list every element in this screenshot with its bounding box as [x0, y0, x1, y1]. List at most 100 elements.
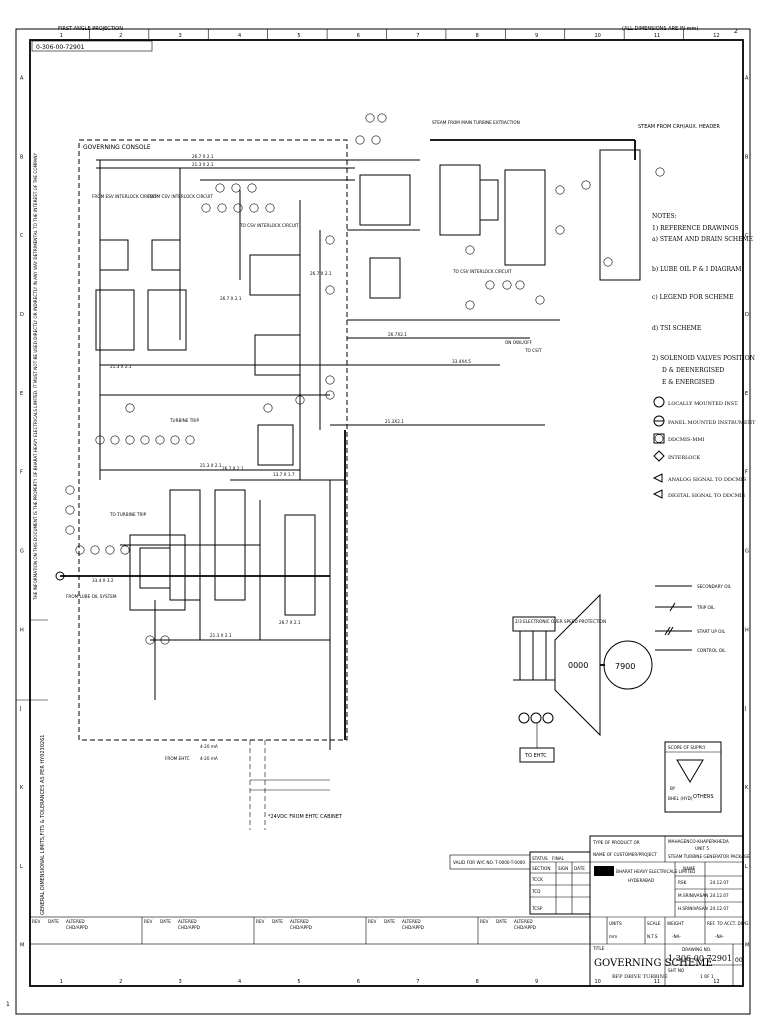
to-cs-label: TO CS/T [524, 348, 542, 353]
line-legend-item: TRIP OIL [696, 605, 715, 610]
ma-1-label: 4-20 mA [200, 744, 218, 749]
line-legend-item: START UP OIL [697, 629, 726, 634]
column-number: 8 [476, 33, 479, 39]
column-number: 4 [238, 33, 241, 39]
legend-item: PANEL MOUNTED INSTRUMENT [668, 420, 756, 426]
to-ehtc-label: TO EHTC [524, 753, 547, 759]
note-item: D & DEENERGISED [662, 367, 724, 374]
notes-title: NOTES: [652, 213, 677, 220]
line-legend: SECONDARY OIL TRIP OIL START UP OIL CONT… [655, 584, 732, 653]
electronic-protection-label: 2/3 ELECTRONIC OVER SPEED PROTECTION [515, 619, 606, 624]
instrument-bubble [365, 113, 375, 123]
note-item: E & ENERGISED [662, 379, 715, 386]
instrument-bubble [371, 135, 381, 145]
date-row: 24.12.07 [710, 880, 729, 885]
column-number: 12 [713, 979, 719, 985]
row-letter: M [745, 943, 749, 949]
drawing-no-label: DRAWING NO. [682, 947, 711, 952]
pipe-label: 33.4X4.5 [452, 359, 471, 364]
drawing-title: GOVERNING SCHEME [594, 958, 713, 969]
column-number: 9 [535, 33, 538, 39]
revision-header: CHD/APPD [66, 925, 88, 930]
pipe-label: 26.7 X 2.1 [222, 466, 244, 471]
revision-header: DATE [272, 919, 283, 924]
note-item: a) STEAM AND DRAIN SCHEME [652, 236, 753, 243]
row-letter: H [745, 627, 749, 633]
revision-header: REV [480, 919, 489, 924]
pump-label: 7900 [615, 662, 635, 671]
instrument-bubble [120, 545, 130, 555]
row-letter: G [745, 548, 749, 554]
scope-of-supply: SCOPE OF SUPPLY BY BHEL (HYD) OTHERS [664, 741, 722, 813]
column-number: 7 [416, 979, 419, 985]
column-number: 7 [416, 33, 419, 39]
instrument-bubble [515, 280, 525, 290]
electronic-protection-box [512, 616, 556, 632]
revision-header: CHD/APPD [514, 925, 536, 930]
package-name: STEAM TURBINE GENERATOR PACKAGE [668, 854, 750, 859]
on-owl-off-label: ON OWL/OFF [505, 340, 533, 345]
scope-triangle [676, 759, 704, 783]
outer-border [15, 28, 751, 1015]
instrument-bubble [75, 545, 85, 555]
instrument-bubble [201, 203, 211, 213]
revision-header: DATE [384, 919, 395, 924]
sht-label: SHT NO [668, 968, 685, 973]
revision-header: DATE [48, 919, 59, 924]
instrument-bubble [325, 235, 335, 245]
symbol-legend: LOCALLY MOUNTED INST. PANEL MOUNTED INST… [652, 396, 756, 499]
turbine-trip-label: TURBINE TRIP [169, 418, 199, 423]
row-letter: C [745, 233, 749, 239]
instrument-bubble [377, 113, 387, 123]
scale-value: N.T.S [647, 934, 658, 939]
instrument-bubble [145, 635, 155, 645]
property-notice: THE INFORMATION ON THIS DOCUMENT IS THE … [33, 153, 38, 601]
digital-signal-icon [652, 489, 663, 499]
weight-value: -NA- [672, 934, 681, 939]
drawing-no: 1-306-00-72901 [668, 954, 732, 963]
to-csv-interlock-2: TO CSV INTERLOCK CIRCUIT [452, 269, 512, 274]
status-value: FINAL [552, 856, 565, 861]
tcsp-label: TCSP [531, 906, 543, 911]
unit-name: UNIT 5 [695, 846, 709, 851]
instrument-bubble [555, 185, 565, 195]
instrument-bubble [155, 435, 165, 445]
note-item: d) TSI SCHEME [652, 325, 701, 332]
to-csv-interlock: TO CSV INTERLOCK CIRCUIT [239, 223, 299, 228]
sht-value: 1 OF 1 [700, 974, 714, 979]
notes-panel: NOTES: 1) REFERENCE DRAWINGS a) STEAM AN… [652, 213, 755, 386]
instrument-bubble [465, 300, 475, 310]
instrument-bubbles [65, 113, 665, 645]
row-letter: B [20, 154, 24, 160]
date-row: 24.12.07 [710, 893, 729, 898]
instrument-bubble [263, 403, 273, 413]
row-letter: J [744, 706, 746, 712]
row-letter: J [19, 706, 21, 712]
line-legend-item: CONTROL OIL [697, 648, 726, 653]
instrument-bubble [217, 203, 227, 213]
turbine-symbol [554, 593, 601, 737]
revision-header: ALTERED [290, 919, 309, 924]
from-lube-oil-label: FROM LUBE OIL SYSTEM [66, 594, 117, 599]
row-letter: L [745, 864, 748, 870]
status-label: STATUS [532, 856, 548, 861]
instrument-bubble [65, 505, 75, 515]
scope-others: OTHERS [693, 794, 714, 800]
instrument-bubble [160, 635, 170, 645]
instrument-bubble [249, 203, 259, 213]
instrument-bubble [465, 245, 475, 255]
to-turbine-trip-label: TO TURBINE TRIP [109, 512, 147, 517]
pipe-label: 13.7 X 1.7 [273, 472, 295, 477]
pipe-label: 21.3 X 2.1 [210, 633, 232, 638]
pipe-label: 21.3 X 2.1 [200, 463, 222, 468]
ddcmis-icon [653, 433, 665, 444]
instrument-bubble [502, 280, 512, 290]
pipe-label: 26.7X2.1 [388, 332, 407, 337]
pipe-labels: 26.7 X 2.1 21.3 X 2.1 26.7 X 2.1 21.3 X … [92, 154, 471, 638]
instrument-bubble [125, 403, 135, 413]
note-item: b) LUBE OIL P & I DIAGRAM [652, 266, 741, 273]
instrument-bubble [295, 395, 305, 405]
legend-item: INTERLOCK [668, 455, 700, 461]
instrument-bubble [110, 435, 120, 445]
drawing-rev: 00 [735, 957, 743, 964]
